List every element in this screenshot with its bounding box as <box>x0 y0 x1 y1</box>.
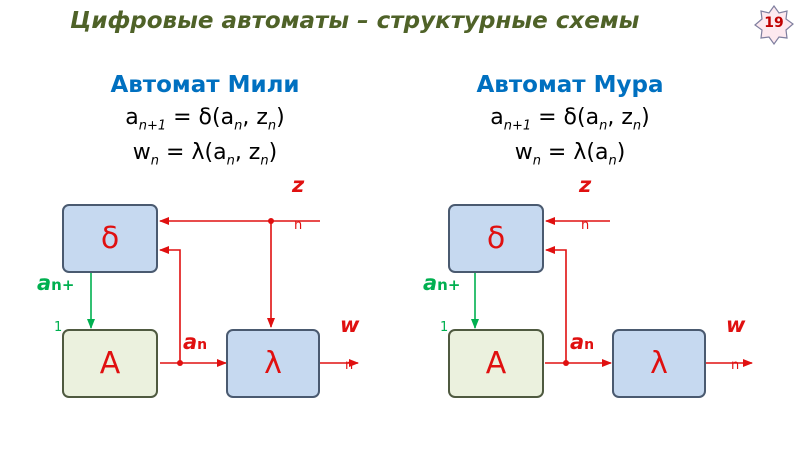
moore-z-label: z <box>579 173 592 197</box>
mealy-heading: Автомат Мили <box>110 72 300 98</box>
mealy-an1-subscript: 1 <box>54 320 63 335</box>
mealy-lambda-block: λ <box>226 329 320 398</box>
moore-memory-block: A <box>448 329 544 398</box>
moore-an1-label: an+ <box>423 271 461 295</box>
moore-delta-block: δ <box>448 204 544 273</box>
moore-formula-transition: an+1 = δ(an, zn) <box>490 105 650 134</box>
mealy-w-subscript: n <box>345 358 354 373</box>
mealy-w-label: w <box>340 313 360 337</box>
moore-z-subscript: n <box>581 218 590 233</box>
mealy-an-feedback-wire <box>159 246 181 363</box>
moore-heading: Автомат Мура <box>476 72 664 98</box>
mealy-formula-transition: an+1 = δ(an, zn) <box>125 105 285 134</box>
slide-title: Цифровые автоматы – структурные схемы <box>70 8 640 34</box>
mealy-delta-block: δ <box>62 204 158 273</box>
moore-an-feedback-wire <box>545 246 567 363</box>
moore-an-junction <box>563 360 569 366</box>
moore-formula-output: wn = λ(an) <box>514 140 626 169</box>
mealy-an-junction <box>177 360 183 366</box>
moore-an1-subscript: 1 <box>440 320 449 335</box>
page-number: 19 <box>764 15 784 31</box>
mealy-z-label: z <box>292 173 305 197</box>
mealy-an-label: an <box>183 330 208 354</box>
moore-w-subscript: n <box>731 358 740 373</box>
page-number-badge: 19 <box>754 4 794 46</box>
mealy-memory-block: A <box>62 329 158 398</box>
mealy-z-subscript: n <box>294 218 303 233</box>
moore-w-label: w <box>726 313 746 337</box>
star-badge-icon <box>754 4 794 46</box>
mealy-wires <box>159 217 359 367</box>
mealy-z-junction <box>268 218 274 224</box>
moore-lambda-block: λ <box>612 329 706 398</box>
moore-wires <box>545 217 753 367</box>
mealy-an1-label: an+ <box>37 271 75 295</box>
moore-an-label: an <box>570 330 595 354</box>
mealy-formula-output: wn = λ(an, zn) <box>132 140 278 169</box>
